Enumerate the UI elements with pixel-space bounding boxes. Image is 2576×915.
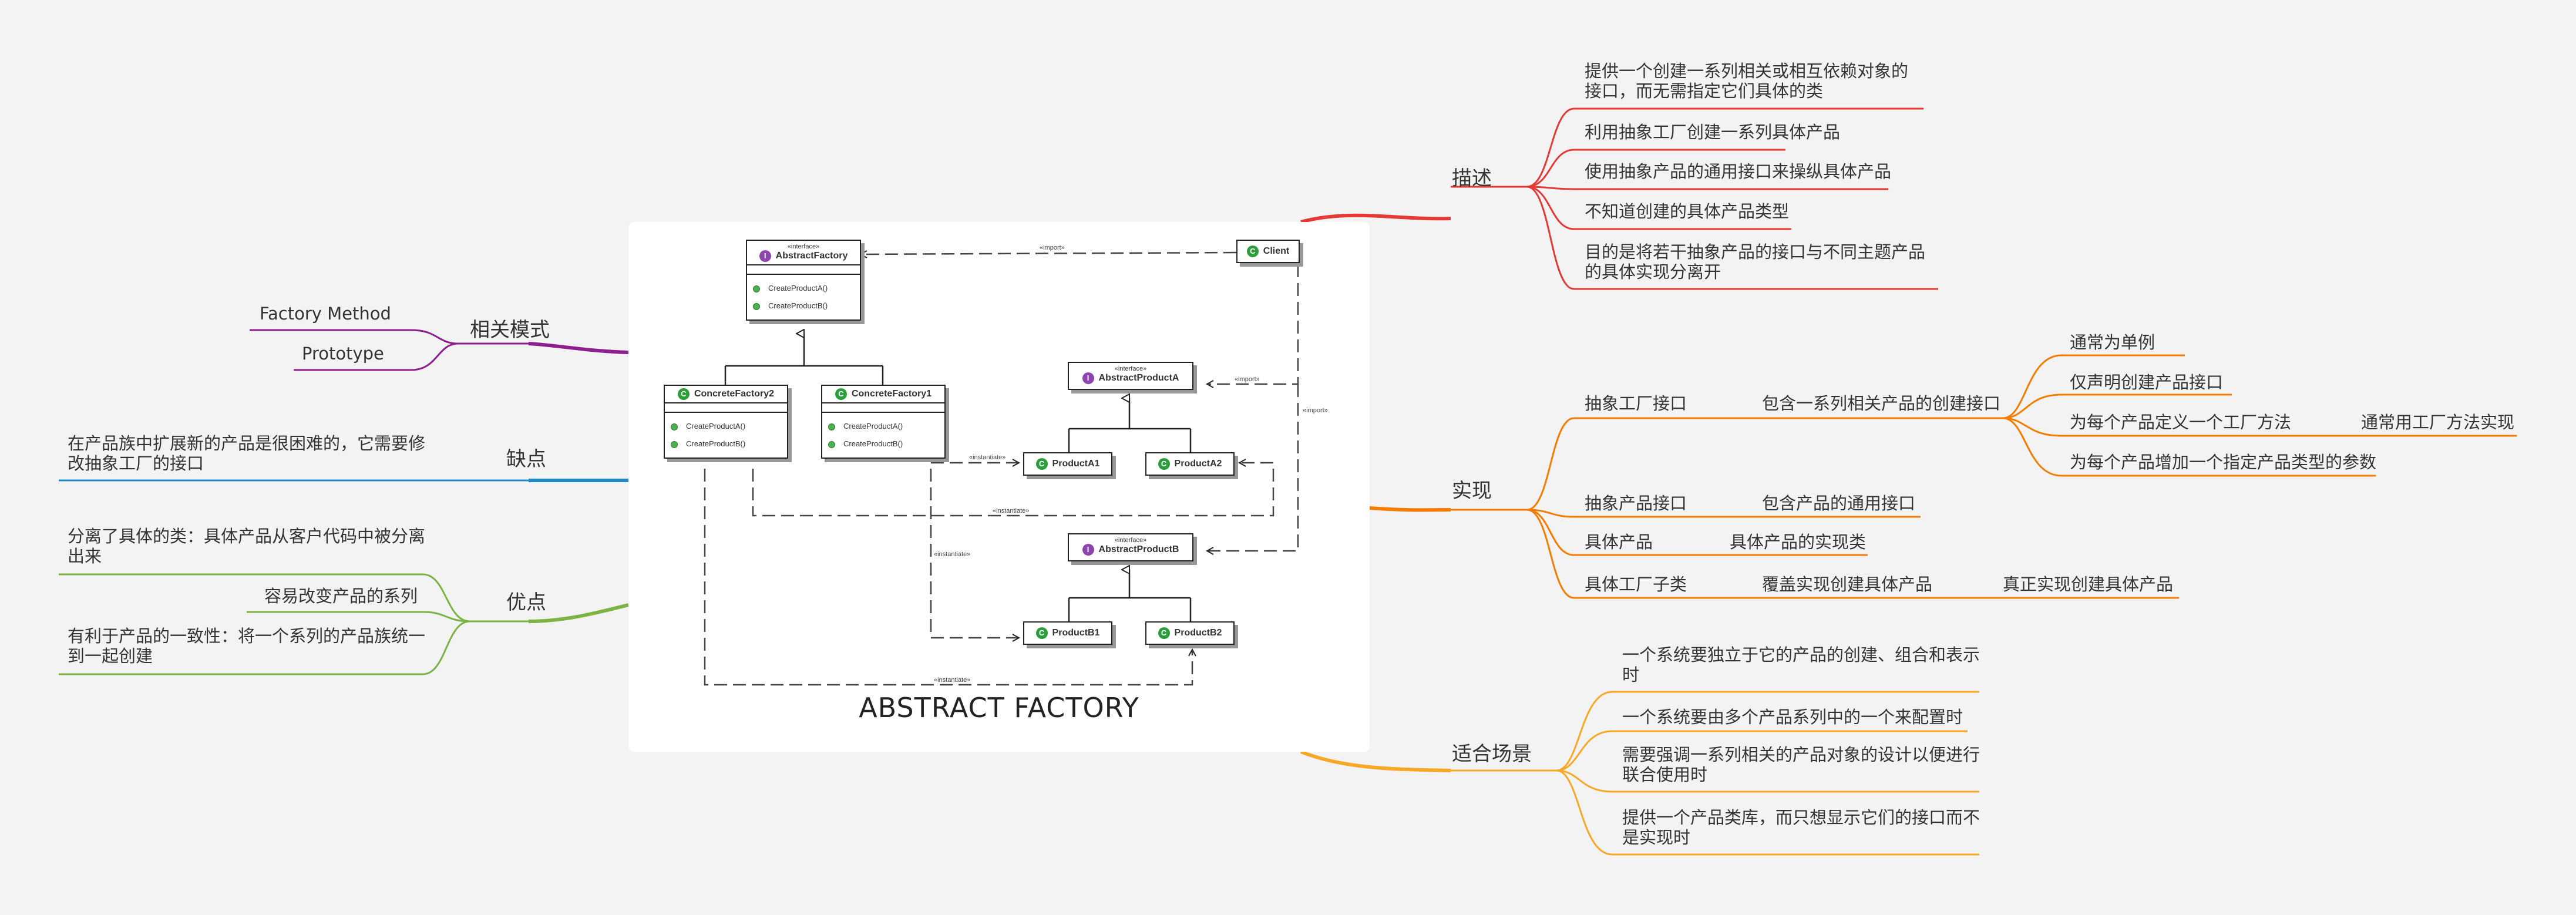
branch-describe-title[interactable]: 描述: [1452, 167, 1492, 190]
class-name: ConcreteFactory2: [694, 389, 775, 399]
operation: CreateProductB(): [828, 435, 939, 453]
impl-factory-sub-2[interactable]: 仅声明创建产品接口: [2070, 372, 2224, 392]
describe-node-4[interactable]: 不知道创建的具体产品类型: [1585, 201, 1790, 221]
uml-product-b2[interactable]: C ProductB2: [1145, 621, 1235, 645]
operation: CreateProductA(): [753, 280, 854, 297]
impl-concrete-factory[interactable]: 具体工厂子类: [1585, 574, 1687, 594]
stereotype-label: «interface»: [787, 243, 820, 250]
class-name: AbstractProductA: [1098, 373, 1179, 384]
uml-title: ABSTRACT FACTORY: [859, 692, 1139, 724]
uml-product-a2[interactable]: C ProductA2: [1145, 452, 1235, 476]
operation: CreateProductA(): [828, 418, 939, 435]
impl-factory-method-note[interactable]: 通常用工厂方法实现: [2361, 412, 2515, 432]
impl-factory-interface-desc[interactable]: 包含一系列相关产品的创建接口: [1762, 393, 2001, 413]
branch-cons-title[interactable]: 缺点: [506, 448, 546, 471]
class-icon: C: [835, 388, 847, 400]
stereotype-label: «interface»: [1114, 537, 1147, 544]
class-icon: C: [677, 388, 690, 400]
class-name: AbstractProductB: [1098, 544, 1179, 555]
uml-abstract-factory[interactable]: «interface» I AbstractFactory CreateProdu…: [746, 240, 861, 321]
scenario-node-3[interactable]: 需要强调一系列相关的产品对象的设计以便进行联合使用时: [1622, 745, 1980, 785]
rel-import-label-1: «import»: [1040, 244, 1065, 251]
stereotype-label: «interface»: [1114, 365, 1147, 372]
rel-instantiate-label-2: «instantiate»: [934, 551, 971, 558]
rel-import-label-3: «import»: [1303, 407, 1328, 414]
rel-import-label-2: «import»: [1235, 376, 1260, 383]
describe-node-2[interactable]: 利用抽象工厂创建一系列具体产品: [1585, 122, 1841, 142]
class-name: ProductA1: [1052, 459, 1100, 469]
uml-abstract-product-b[interactable]: «interface» I AbstractProductB: [1068, 533, 1193, 561]
impl-concrete-product[interactable]: 具体产品: [1585, 532, 1653, 552]
scenario-node-4[interactable]: 提供一个产品类库，而只想显示它们的接口而不是实现时: [1622, 808, 1980, 847]
impl-concrete-product-desc[interactable]: 具体产品的实现类: [1730, 532, 1867, 552]
uml-relations: [704, 222, 1299, 686]
class-name: ProductA2: [1174, 459, 1222, 469]
uml-diagram-card[interactable]: «import» «import» «import» «instantiate»…: [628, 222, 1370, 752]
impl-product-interface[interactable]: 抽象产品接口: [1585, 493, 1687, 513]
operation: CreateProductB(): [671, 435, 781, 453]
scenario-node-2[interactable]: 一个系统要由多个产品系列中的一个来配置时: [1622, 707, 1963, 727]
describe-node-5[interactable]: 目的是将若干抽象产品的接口与不同主题产品的具体实现分离开: [1585, 242, 1926, 282]
impl-product-interface-desc[interactable]: 包含产品的通用接口: [1762, 493, 1916, 513]
uml-product-b1[interactable]: C ProductB1: [1023, 621, 1112, 645]
impl-factory-interface[interactable]: 抽象工厂接口: [1585, 393, 1687, 413]
uml-product-a1[interactable]: C ProductA1: [1023, 452, 1112, 476]
branch-implement-title[interactable]: 实现: [1452, 479, 1492, 503]
class-name: ConcreteFactory1: [851, 389, 932, 399]
interface-icon: I: [759, 250, 771, 262]
describe-node-1[interactable]: 提供一个创建一系列相关或相互依赖对象的接口，而无需指定它们具体的类: [1585, 61, 1909, 101]
pros-node-2[interactable]: 容易改变产品的系列: [264, 586, 418, 606]
operation: CreateProductA(): [671, 418, 781, 435]
class-name: Client: [1263, 246, 1290, 257]
uml-concrete-factory-2[interactable]: C ConcreteFactory2 CreateProductA() Creat…: [664, 385, 788, 459]
uml-abstract-product-a[interactable]: «interface» I AbstractProductA: [1068, 362, 1193, 390]
impl-concrete-factory-desc[interactable]: 覆盖实现创建具体产品: [1762, 574, 1933, 594]
pros-node-3[interactable]: 有利于产品的一致性：将一个系列的产品族统一到一起创建: [68, 626, 426, 666]
related-prototype[interactable]: Prototype: [302, 344, 384, 364]
scenario-node-1[interactable]: 一个系统要独立于它的产品的创建、组合和表示时: [1622, 645, 1980, 685]
class-name: ProductB2: [1174, 628, 1222, 638]
pros-node-1[interactable]: 分离了具体的类：具体产品从客户代码中被分离出来: [68, 526, 426, 566]
branch-scenario-title[interactable]: 适合场景: [1452, 742, 1532, 766]
impl-factory-sub-4[interactable]: 为每个产品增加一个指定产品类型的参数: [2070, 452, 2377, 472]
uml-client[interactable]: C Client: [1236, 240, 1300, 263]
impl-factory-sub-1[interactable]: 通常为单例: [2070, 332, 2155, 352]
class-icon: C: [1158, 627, 1170, 639]
attribute-section: [665, 403, 787, 413]
impl-factory-sub-3[interactable]: 为每个产品定义一个工厂方法: [2070, 412, 2292, 432]
impl-concrete-factory-note[interactable]: 真正实现创建具体产品: [2003, 574, 2174, 594]
branch-pros-title[interactable]: 优点: [506, 591, 546, 614]
cons-node-1[interactable]: 在产品族中扩展新的产品是很困难的，它需要修改抽象工厂的接口: [68, 433, 426, 473]
uml-concrete-factory-1[interactable]: C ConcreteFactory1 CreateProductA() Creat…: [821, 385, 946, 459]
interface-icon: I: [1082, 544, 1094, 556]
class-icon: C: [1246, 245, 1259, 257]
attribute-section: [822, 403, 944, 413]
rel-instantiate-label-4: «instantiate»: [934, 677, 971, 684]
rel-instantiate-label-3: «instantiate»: [993, 507, 1030, 514]
interface-icon: I: [1082, 372, 1094, 384]
class-icon: C: [1035, 458, 1048, 470]
related-factory-method[interactable]: Factory Method: [260, 304, 391, 324]
class-name: AbstractFactory: [775, 251, 848, 261]
branch-related-title[interactable]: 相关模式: [470, 318, 550, 342]
class-icon: C: [1158, 458, 1170, 470]
class-icon: C: [1035, 627, 1048, 639]
describe-node-3[interactable]: 使用抽象产品的通用接口来操纵具体产品: [1585, 162, 1892, 181]
operation: CreateProductB(): [753, 297, 854, 315]
rel-instantiate-label-1: «instantiate»: [969, 454, 1006, 461]
class-name: ProductB1: [1052, 628, 1100, 638]
attribute-section: [747, 265, 860, 275]
